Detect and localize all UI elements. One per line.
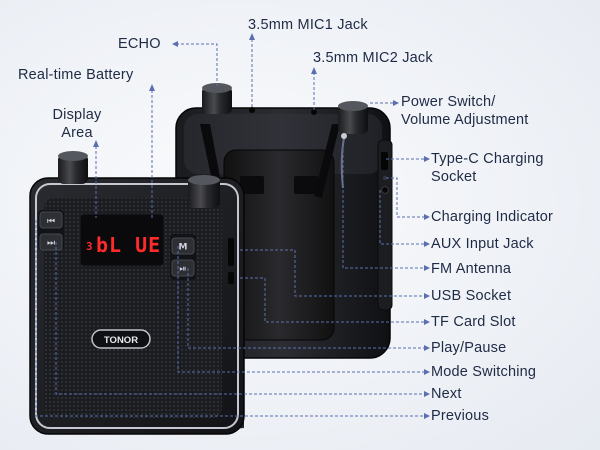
leader-play — [187, 268, 424, 349]
prev-icon: ⏮ — [47, 217, 55, 227]
display-readout: bL UE — [96, 233, 161, 257]
tf-slot — [228, 272, 234, 284]
leader-aux — [379, 190, 424, 245]
mode-button-art: M — [171, 237, 195, 255]
play-button-art: ⏯ — [171, 259, 195, 277]
label-echo: ECHO — [118, 36, 161, 52]
leader-arrowheads — [93, 33, 430, 419]
label-usb: USB Socket — [431, 288, 512, 304]
display-prefix: 3 — [86, 240, 93, 253]
brand-logo: TONOR — [104, 335, 138, 346]
leader-tf — [240, 277, 424, 323]
label-fm: FM Antenna — [431, 261, 512, 277]
front-left-knob — [58, 154, 88, 184]
label-mic2: 3.5mm MIC2 Jack — [313, 50, 433, 66]
play-pause-icon: ⏯ — [179, 265, 186, 275]
label-typec: Type-C Charging Socket — [431, 151, 544, 185]
leader-mode — [177, 246, 424, 373]
aux-port — [381, 186, 389, 194]
usb-slot — [228, 238, 234, 266]
charging-led — [382, 175, 388, 181]
label-mic1: 3.5mm MIC1 Jack — [248, 17, 368, 33]
leader-fm — [342, 140, 424, 269]
leader-next — [55, 242, 424, 395]
label-next: Next — [431, 386, 462, 402]
prev-button-art: ⏮ — [39, 211, 63, 229]
leader-previous — [35, 220, 424, 417]
mode-icon: M — [179, 243, 188, 253]
label-display: Display Area — [42, 106, 112, 142]
type-c-port — [381, 152, 388, 170]
label-charging-indicator: Charging Indicator — [431, 209, 554, 225]
leader-echo — [178, 43, 218, 86]
label-aux: AUX Input Jack — [431, 236, 534, 252]
label-power: Power Switch/ Volume Adjustment — [401, 94, 529, 128]
next-button-art: ⏭ — [39, 233, 63, 251]
leader-charging — [386, 177, 424, 218]
leader-usb — [240, 249, 424, 297]
mic2-jack — [311, 109, 317, 115]
next-icon: ⏭ — [47, 239, 55, 249]
label-battery: Real-time Battery — [18, 67, 134, 83]
mic1-jack — [249, 107, 255, 113]
label-tf: TF Card Slot — [431, 314, 516, 330]
front-right-knob — [188, 178, 220, 208]
label-previous: Previous — [431, 408, 490, 424]
label-mode: Mode Switching — [431, 364, 537, 380]
leader-lines — [35, 40, 424, 417]
front-device — [29, 151, 245, 435]
label-play: Play/Pause — [431, 340, 507, 356]
volume-knob — [338, 104, 368, 134]
label-display-line1: Display Area — [52, 107, 102, 141]
echo-knob — [202, 86, 232, 114]
